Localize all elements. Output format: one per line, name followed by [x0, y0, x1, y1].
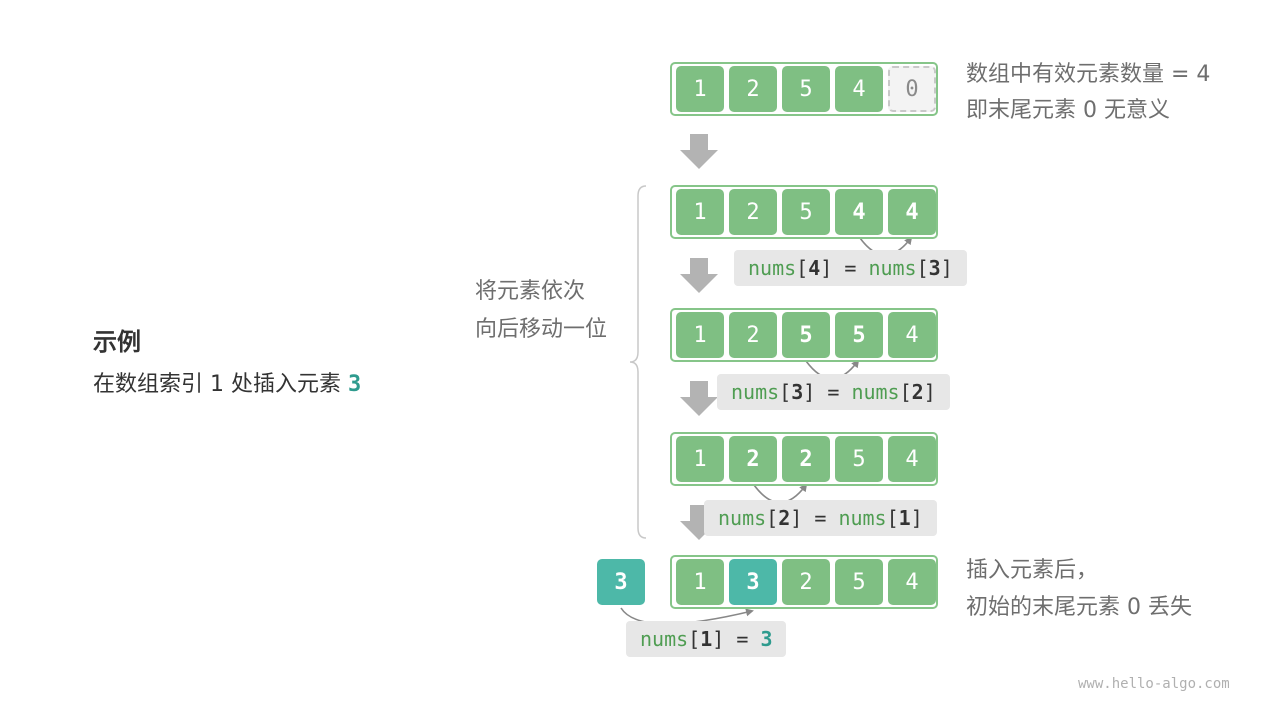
array-cell-inserted: 3 — [729, 559, 777, 605]
code-token: ] — [712, 627, 725, 651]
code-token: nums — [851, 380, 900, 404]
code-token: = — [802, 506, 839, 530]
array-cell: 4 — [888, 559, 936, 605]
array-cell-target: 2 — [782, 436, 830, 482]
watermark: www.hello-algo.com — [1078, 676, 1230, 692]
new-element-block: 3 — [597, 559, 645, 605]
step-label-line1: 将元素依次 — [475, 279, 586, 304]
array-cell-source: 2 — [729, 436, 777, 482]
array-cell: 1 — [676, 66, 724, 112]
note-bottom-line2: 初始的末尾元素 0 丢失 — [966, 595, 1192, 620]
code-token: = — [815, 380, 852, 404]
array-cell: 1 — [676, 189, 724, 235]
note-top-line2: 即末尾元素 0 无意义 — [966, 98, 1170, 123]
code-token: 3 — [928, 256, 941, 280]
array-cell-unused: 0 — [888, 66, 936, 112]
code-token: 2 — [911, 380, 924, 404]
down-arrow-icon — [680, 505, 718, 540]
array-cell-source: 5 — [782, 312, 830, 358]
array-cell-target: 5 — [835, 312, 883, 358]
code-token: [ — [916, 256, 929, 280]
code-step1: nums[4] = nums[3] — [734, 250, 967, 286]
code-token: = — [724, 627, 761, 651]
code-token: [ — [899, 380, 912, 404]
example-desc-text: 在数组索引 1 处插入元素 — [93, 372, 348, 397]
array-row-step1: 1 2 5 4 4 — [670, 185, 938, 239]
note-top-line1: 数组中有效元素数量 = 4 — [966, 62, 1211, 87]
code-token: ] — [820, 256, 833, 280]
array-cell: 5 — [835, 436, 883, 482]
code-final: nums[1] = 3 — [626, 621, 787, 657]
code-token: ] — [940, 256, 953, 280]
down-arrow-icon — [680, 258, 718, 293]
code-token: [ — [688, 627, 701, 651]
code-token: = — [832, 256, 869, 280]
array-cell: 5 — [782, 66, 830, 112]
code-token: nums — [748, 256, 797, 280]
array-cell: 2 — [729, 312, 777, 358]
array-row-initial: 1 2 5 4 0 — [670, 62, 938, 116]
array-row-step3: 1 2 2 5 4 — [670, 432, 938, 486]
array-row-final: 1 3 2 5 4 — [670, 555, 938, 609]
array-cell: 2 — [782, 559, 830, 605]
code-token: ] — [790, 506, 803, 530]
array-cell: 1 — [676, 312, 724, 358]
insert-value: 3 — [347, 372, 362, 397]
code-token: nums — [838, 506, 887, 530]
code-token: nums — [718, 506, 767, 530]
code-token: 1 — [700, 627, 713, 651]
array-cell: 1 — [676, 436, 724, 482]
code-token: nums — [731, 380, 780, 404]
code-token: nums — [640, 627, 689, 651]
array-cell: 5 — [835, 559, 883, 605]
array-cell: 2 — [729, 66, 777, 112]
array-cell-source: 4 — [835, 189, 883, 235]
step-label-line2: 向后移动一位 — [475, 317, 608, 342]
code-token: nums — [868, 256, 917, 280]
code-step2: nums[3] = nums[2] — [717, 374, 950, 410]
array-cell: 4 — [835, 66, 883, 112]
down-arrows — [680, 134, 718, 540]
code-token: [ — [766, 506, 779, 530]
code-token: 3 — [760, 627, 773, 651]
note-bottom-line1: 插入元素后， — [966, 558, 1099, 583]
array-cell: 4 — [888, 436, 936, 482]
code-token: ] — [923, 380, 936, 404]
example-title: 示例 — [93, 328, 141, 356]
code-token: 4 — [808, 256, 821, 280]
example-description: 在数组索引 1 处插入元素 3 — [93, 366, 361, 398]
code-token: 1 — [898, 506, 911, 530]
code-token: ] — [803, 380, 816, 404]
code-token: [ — [779, 380, 792, 404]
code-token: 3 — [791, 380, 804, 404]
code-token: [ — [886, 506, 899, 530]
array-cell: 2 — [729, 189, 777, 235]
brace-icon — [629, 185, 647, 539]
code-token: ] — [910, 506, 923, 530]
code-token: 2 — [778, 506, 791, 530]
code-step3: nums[2] = nums[1] — [704, 500, 937, 536]
array-row-step2: 1 2 5 5 4 — [670, 308, 938, 362]
code-token: [ — [796, 256, 809, 280]
array-cell: 4 — [888, 312, 936, 358]
array-cell: 1 — [676, 559, 724, 605]
array-cell: 5 — [782, 189, 830, 235]
array-cell-target: 4 — [888, 189, 936, 235]
down-arrow-icon — [680, 134, 718, 169]
down-arrow-icon — [680, 381, 718, 416]
